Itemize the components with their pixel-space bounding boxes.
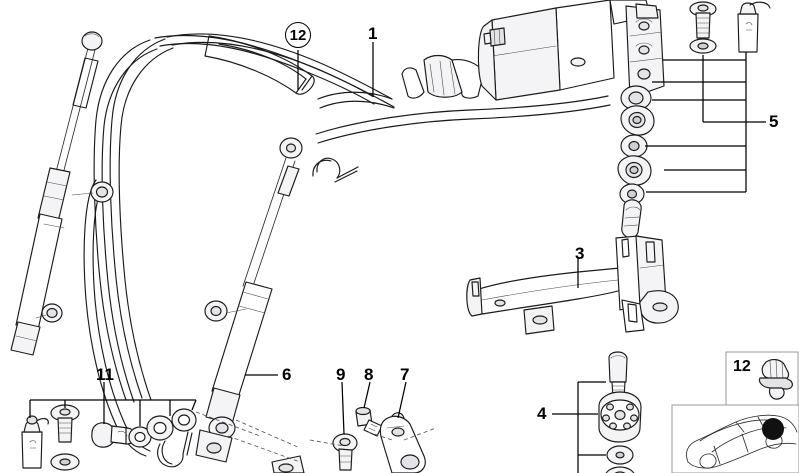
callout-3[interactable]: 3 (575, 244, 585, 263)
spring-hook-clip-upper (312, 157, 359, 183)
spring-hook-clip-lower (157, 431, 193, 468)
location-marker (762, 418, 784, 440)
sealing-plug (21, 415, 49, 469)
callout-12-top[interactable]: 12 (285, 22, 311, 48)
flange-bolt-11 (50, 404, 80, 471)
hydraulic-cylinder-right (195, 137, 303, 463)
hydraulic-line-set (83, 33, 611, 457)
hose-grommet-boot (401, 54, 485, 99)
cropped-bottom-parts (271, 455, 305, 473)
callout-1[interactable]: 1 (368, 24, 378, 43)
callout-8[interactable]: 8 (364, 365, 374, 384)
callout-5[interactable]: 5 (769, 112, 779, 131)
callout-12-box-label[interactable]: 12 (733, 358, 751, 375)
retaining-clip-detail-box (725, 351, 799, 407)
callout-11[interactable]: 11 (96, 365, 114, 384)
hex-flange-bolt (355, 406, 383, 437)
callout-6[interactable]: 6 (282, 365, 292, 384)
grommet-assembly (598, 351, 642, 473)
leader-lines (29, 42, 766, 473)
hydraulic-pump-unit (477, 0, 665, 101)
retaining-clip-icon (758, 358, 793, 400)
hydraulic-cylinder-left (10, 31, 114, 356)
pump-mount-bolt (689, 1, 717, 54)
mounting-bracket (466, 235, 679, 335)
shoulder-stud (332, 433, 358, 471)
pressure-switch-plug (737, 1, 771, 53)
small-hardware-group (21, 404, 197, 471)
callout-7[interactable]: 7 (400, 365, 410, 384)
vehicle-location-inset (671, 404, 799, 473)
lever-arm-bracket (379, 412, 426, 473)
callout-4[interactable]: 4 (537, 404, 547, 423)
callout-9[interactable]: 9 (336, 365, 346, 384)
pump-mount-bushing-stack (617, 85, 655, 239)
